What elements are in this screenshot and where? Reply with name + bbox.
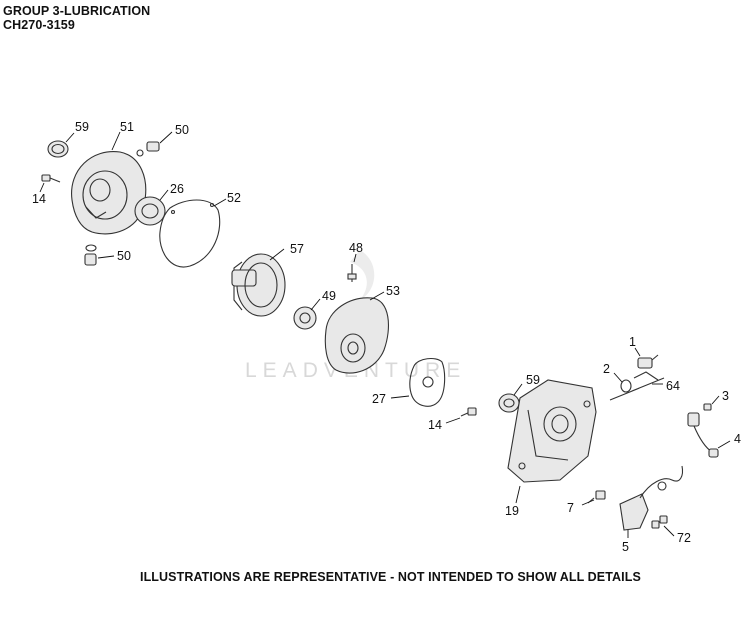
footer-disclaimer: ILLUSTRATIONS ARE REPRESENTATIVE - NOT I… <box>140 570 641 584</box>
part-51-cover[interactable] <box>71 151 147 235</box>
callout-52: 52 <box>227 191 241 205</box>
part-53-housing[interactable] <box>324 297 389 374</box>
part-5-module[interactable] <box>619 465 684 531</box>
part-49-seal[interactable] <box>293 306 317 330</box>
callout-57: 57 <box>290 242 304 256</box>
callout-64: 64 <box>666 379 680 393</box>
callout-1: 1 <box>629 335 636 349</box>
part-50-plug-top[interactable] <box>136 141 160 157</box>
part-14-bolt-left[interactable] <box>41 174 61 183</box>
part-3-screw[interactable] <box>703 403 712 411</box>
page-title: GROUP 3-LUBRICATION <box>3 4 151 18</box>
part-26-bearing[interactable] <box>134 196 166 226</box>
callout-59: 59 <box>526 373 540 387</box>
part-50-plug-bottom[interactable] <box>84 244 97 266</box>
callout-7: 7 <box>567 501 574 515</box>
callout-50: 50 <box>117 249 131 263</box>
callout-14: 14 <box>32 192 46 206</box>
part-72-screws[interactable] <box>651 515 668 529</box>
callout-19: 19 <box>505 504 519 518</box>
part-59-seal[interactable] <box>47 140 69 158</box>
callout-26: 26 <box>170 182 184 196</box>
callout-49: 49 <box>322 289 336 303</box>
callout-50: 50 <box>175 123 189 137</box>
part-57-drum[interactable] <box>231 253 286 317</box>
callout-4: 4 <box>734 432 741 446</box>
part-59-seal-center[interactable] <box>498 393 520 413</box>
part-4-sensor[interactable] <box>687 412 719 458</box>
callout-27: 27 <box>372 392 386 406</box>
part-19-crankcase[interactable] <box>507 379 597 483</box>
part-48-pin[interactable] <box>347 264 357 282</box>
callout-48: 48 <box>349 241 363 255</box>
callout-5: 5 <box>622 540 629 554</box>
callout-51: 51 <box>120 120 134 134</box>
callout-72: 72 <box>677 531 691 545</box>
part-27-gasket[interactable] <box>409 357 446 407</box>
part-64-assembly[interactable] <box>609 371 665 401</box>
part-52-gasket[interactable] <box>159 199 221 268</box>
callout-2: 2 <box>603 362 610 376</box>
callout-53: 53 <box>386 284 400 298</box>
part-2-oring[interactable] <box>620 379 632 393</box>
callout-59: 59 <box>75 120 89 134</box>
part-1-switch[interactable] <box>637 354 659 369</box>
callout-14: 14 <box>428 418 442 432</box>
model-number: CH270-3159 <box>3 18 75 32</box>
callout-3: 3 <box>722 389 729 403</box>
part-14-bolt-center[interactable] <box>460 407 477 417</box>
